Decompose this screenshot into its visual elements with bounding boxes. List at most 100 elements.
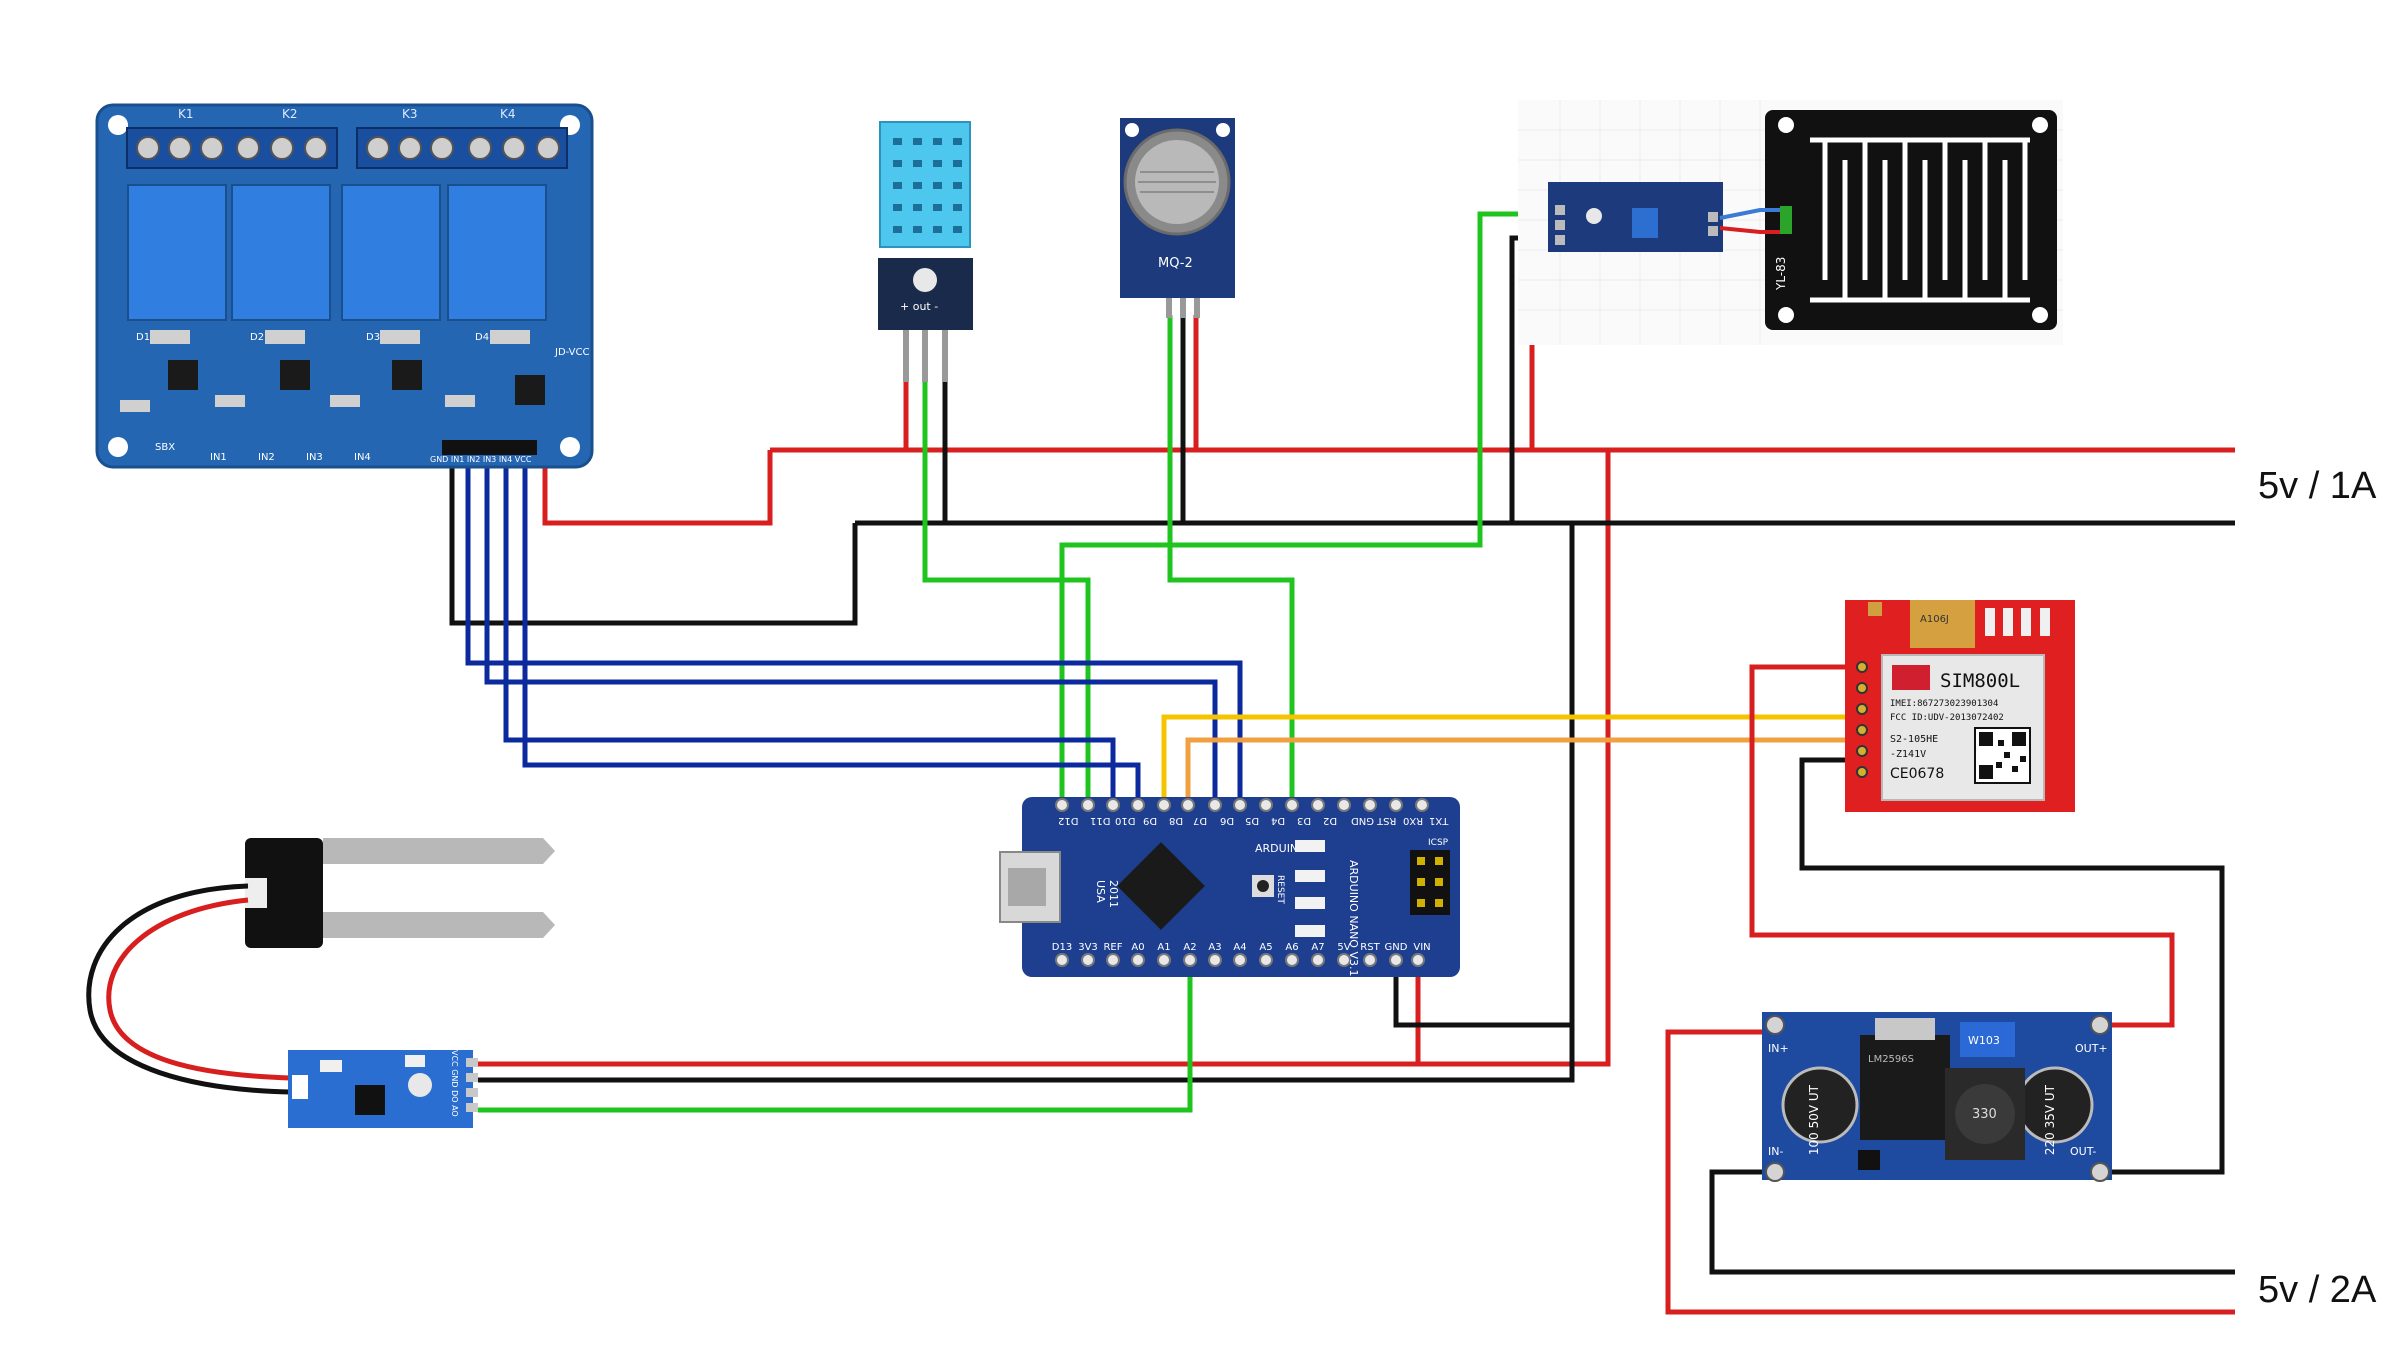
buck-in-plus: IN+ [1768,1042,1789,1055]
rain-sensor: YL-83 [1518,100,2063,345]
dht-data-wire [922,380,1091,805]
mq2-sensor: MQ-2 [1120,118,1235,318]
nano-pin-a1: A1 [1157,942,1170,953]
buck-input-capacitor [1781,1066,1859,1144]
buck-chip-label: LM2596S [1868,1054,1914,1065]
rain-plate-label: YL-83 [1774,257,1788,291]
relay-header [442,440,537,455]
soil-probe-head [245,838,323,948]
nano-pin-d11: D11 [1090,815,1110,826]
supply-2-label: 5v / 2A [2258,1269,2377,1311]
nano-vin-wire [1415,450,1611,1067]
mq2-data-wire [1167,315,1295,805]
nano-mcu-chip [1117,842,1205,930]
nano-pin-rx0: RX0 [1403,815,1423,826]
nano-pin-gnd-bottom: GND [1385,942,1408,953]
buck-converter: IN+ IN- OUT+ OUT- 100 50V UT 220 35V UT … [1762,1012,2112,1182]
sim-tx-wire [1185,737,1862,805]
relay-in3-wire [503,455,1116,805]
sim-title: SIM800L [1940,670,2020,692]
nano-year: 2011 [1107,880,1120,908]
relay-vcc-wire [542,450,773,526]
nano-pin-vin: VIN [1413,942,1430,953]
sim-capacitor-label: A106J [1920,614,1949,625]
nano-pin-a0: A0 [1131,942,1144,953]
buck-pot-label: W103 [1968,1034,2000,1047]
relay-k4-label: K4 [500,107,516,121]
nano-pin-d2: D2 [1323,815,1337,826]
sim-capacitor [1910,600,1975,648]
nano-pin-gnd-top: GND [1351,815,1374,826]
sim-model: S2-105HE [1890,734,1938,745]
sim-imei: IMEI:867273023901304 [1890,699,1998,709]
buck-out-minus: OUT- [2070,1145,2096,1158]
buck-regulator-chip [1860,1035,1950,1140]
sim-fcc: FCC ID:UDV-2013072402 [1890,713,2004,723]
ground-rail-2 [1709,1169,2235,1275]
nano-pin-d7: D7 [1193,815,1207,826]
nano-pin-a3: A3 [1208,942,1221,953]
nano-pin-a4: A4 [1233,942,1246,953]
nano-pin-d13: D13 [1052,942,1072,953]
sim-vcc-wire [1749,664,2175,1028]
nano-country: USA [1094,880,1107,903]
nano-pin-rst-top: RST [1376,815,1396,826]
relay-module: K1 K2 K3 K4 D1 D2 D3 D4 IN1 IN2 IN3 IN4 [95,103,594,469]
relay-jumper-label: JD-VCC [554,347,589,358]
nano-pin-d8: D8 [1169,815,1183,826]
sim-qr-code [1974,727,2031,784]
buck-in-minus: IN- [1768,1145,1783,1158]
nano-pin-d4: D4 [1271,815,1285,826]
mq2-label: MQ-2 [1158,256,1193,271]
nano-pin-5v: 5V [1337,942,1350,953]
sim-gnd-wire [1799,757,2225,1175]
buck-inductor-label: 330 [1972,1107,1997,1122]
nano-pin-tx1: TX1 [1429,815,1449,826]
nano-top-header [1055,798,1429,812]
nano-gnd-wire [478,523,1575,1083]
relay-input-in1: IN1 [210,452,227,463]
relay-in1-wire [465,455,1243,805]
relay-k1 [127,184,227,321]
nano-pin-d3: D3 [1297,815,1311,826]
relay-led-d4: D4 [475,332,489,343]
nano-icsp-label: ICSP [1428,838,1449,848]
nano-name: ARDUINO NANO V3.1 [1347,860,1360,976]
sim-ce-mark: CE0678 [1890,766,1944,782]
relay-input-in2: IN2 [258,452,275,463]
relay-brand: SBX [155,442,175,453]
relay-gnd-wire [449,455,858,626]
dht-pin-labels: + out - [900,300,938,313]
nano-pin-d5: D5 [1245,815,1259,826]
nano-pin-a7: A7 [1311,942,1324,953]
nano-pin-d6: D6 [1220,815,1234,826]
sim-version: -Z141V [1890,749,1926,760]
nano-icsp-header [1410,850,1450,915]
relay-led-d2: D2 [250,332,264,343]
nano-pin-3v3: 3V3 [1078,942,1098,953]
rain-data-wire [1059,211,1565,805]
nano-pin-d9: D9 [1143,815,1157,826]
sim800l-module: A106J SIM800L IMEI:867273023901304 FCC I… [1845,600,2075,812]
dht-sensor: + out - [878,121,973,382]
relay-led-d1: D1 [136,332,150,343]
supply-1-label: 5v / 1A [2258,465,2377,507]
rain-plate [1765,110,2057,330]
soil-data-wire [478,960,1193,1113]
relay-in4-wire [522,455,1141,805]
nano-reset-label: RESET [1275,875,1285,904]
soil-probe-cable-red [106,897,291,1081]
nano-pin-ref: REF [1103,942,1122,953]
relay-in2-wire [484,455,1218,805]
buck-out-plus: OUT+ [2075,1042,2108,1055]
nano-pin-a2: A2 [1183,942,1196,953]
soil-probe-cable-black [86,883,291,1095]
relay-k4 [447,184,547,321]
nano-pin-a6: A6 [1285,942,1298,953]
nano-pin-d12: D12 [1058,815,1078,826]
arduino-nano: D12 D11 D10 D9 D8 D7 D6 D5 D4 D3 D2 GND … [999,797,1460,977]
soil-module-pins: VCC GND DO AO [450,1050,459,1117]
power-rail-2 [1665,1029,2235,1315]
relay-led-d3: D3 [366,332,380,343]
